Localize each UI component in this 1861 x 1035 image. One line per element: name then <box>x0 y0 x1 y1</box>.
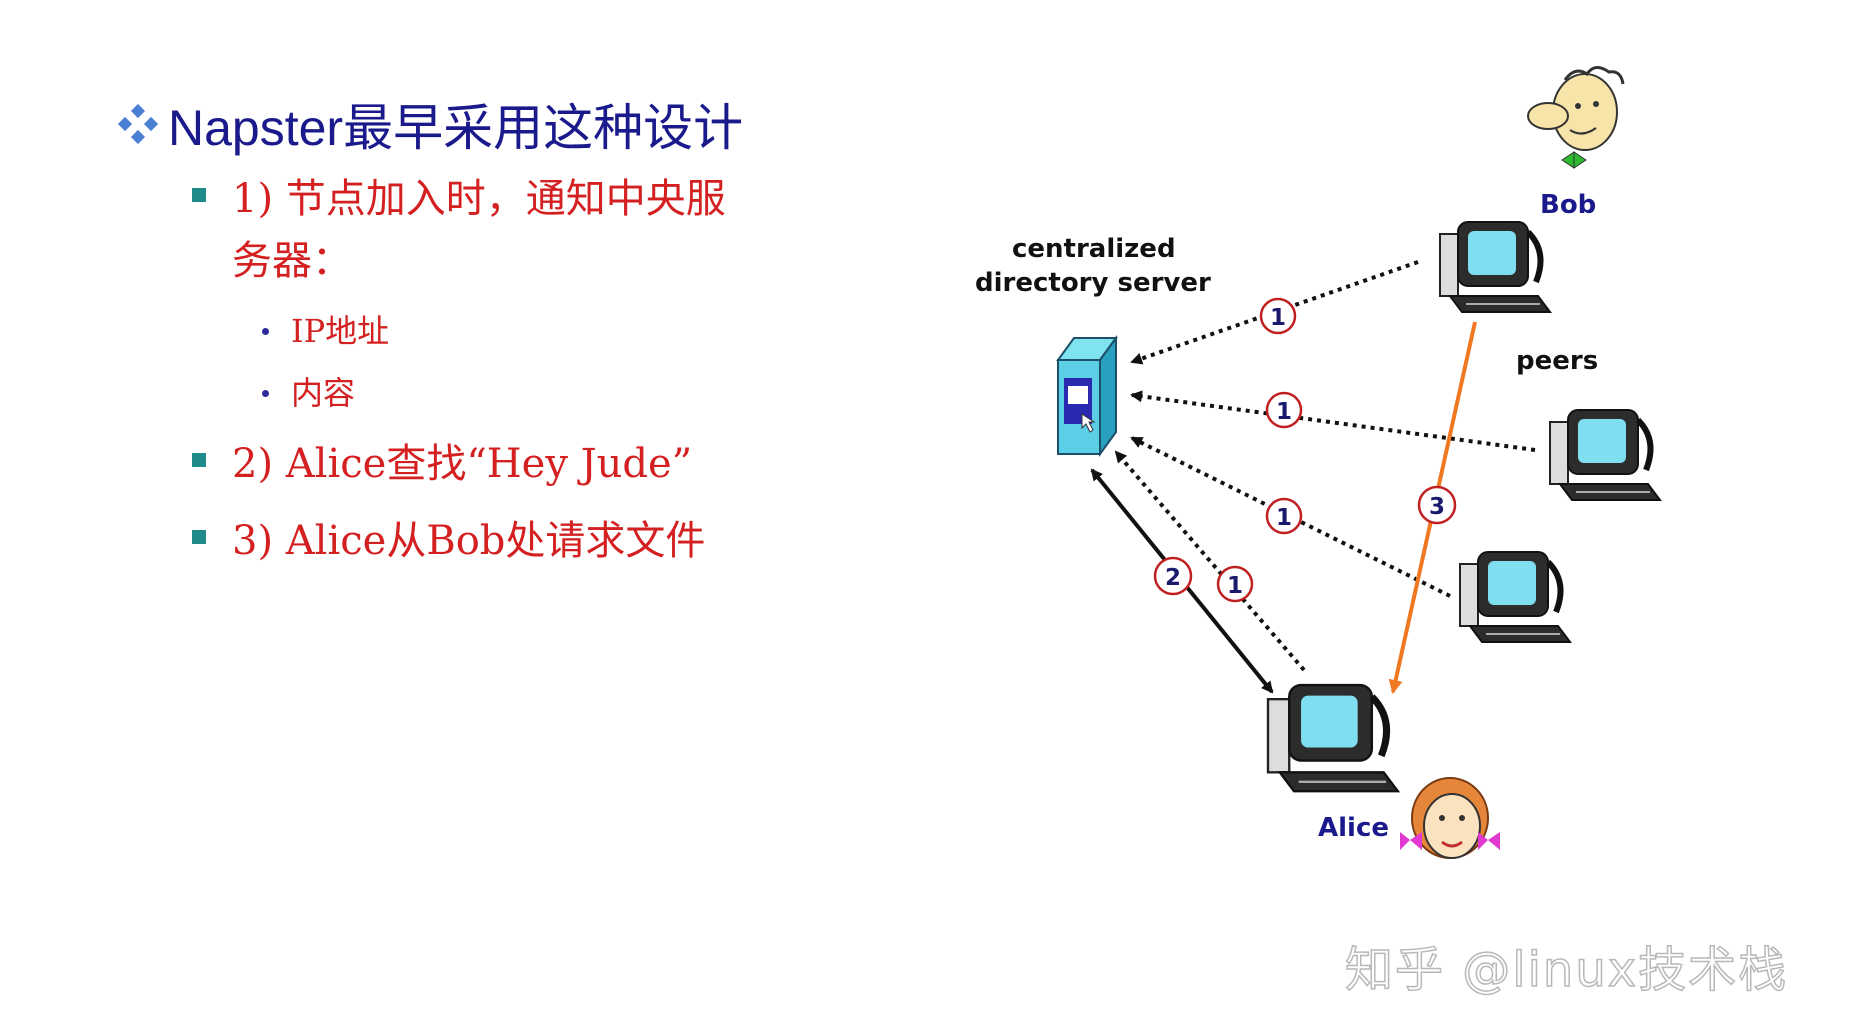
alice-cartoon-icon <box>1400 777 1500 859</box>
step-badge-1-bob-text: 1 <box>1270 305 1286 331</box>
computer-icon-peer-2 <box>1459 551 1572 643</box>
arrow-step1-peer-1 <box>1130 390 1536 452</box>
step-badge-1-alice-text: 1 <box>1227 573 1243 599</box>
server-label-line-2: directory server <box>975 268 1211 298</box>
step-badge-2-text: 2 <box>1165 565 1181 591</box>
square-bullet-icon <box>192 453 206 467</box>
step-badge-1-peer-2-text: 1 <box>1276 505 1292 531</box>
step-badge-3: 3 <box>1417 485 1457 525</box>
computer-icon-peer-1 <box>1549 409 1662 501</box>
bullet-1: 1) 节点加入时，通知中央服 务器： <box>192 168 726 292</box>
diamond-bullet-icon <box>118 104 158 144</box>
directory-server-icon <box>1056 334 1118 458</box>
step-badge-1-alice: 1 <box>1216 565 1254 603</box>
bob-cartoon-icon <box>1527 66 1625 169</box>
step-badge-1-peer-1-text: 1 <box>1276 399 1292 425</box>
arrow-step1-alice <box>1114 450 1306 672</box>
bullet-2-text: 2) Alice查找“Hey Jude” <box>232 441 693 487</box>
sub-bullet-ip-text: IP地址 <box>291 312 390 350</box>
title-text: Napster最早采用这种设计 <box>168 100 744 156</box>
computer-icon-bob <box>1439 221 1552 313</box>
dot-bullet-icon <box>262 328 269 335</box>
square-bullet-icon <box>192 188 206 202</box>
server-label-line-1: centralized <box>1012 234 1176 264</box>
slide-title: Napster最早采用这种设计 <box>118 88 743 160</box>
sub-bullet-content-text: 内容 <box>291 374 356 412</box>
sub-bullet-ip: IP地址 <box>262 310 389 352</box>
arrow-step1-bob <box>1130 260 1419 365</box>
step-badge-1-peer-1: 1 <box>1265 391 1303 429</box>
step-badge-3-text: 3 <box>1429 494 1445 520</box>
step-badge-1-bob: 1 <box>1259 297 1297 335</box>
bullet-2: 2) Alice查找“Hey Jude” <box>192 433 692 495</box>
step-badge-2: 2 <box>1153 556 1193 596</box>
watermark: 知乎 @linux技术栈 <box>1344 941 1789 999</box>
computer-icon-alice <box>1266 683 1401 793</box>
sub-bullet-content: 内容 <box>262 372 355 414</box>
bullet-1-line-1: 1) 节点加入时，通知中央服 <box>232 176 726 222</box>
step-badge-1-peer-2: 1 <box>1265 497 1303 535</box>
dot-bullet-icon <box>262 390 269 397</box>
bullet-3-text: 3) Alice从Bob处请求文件 <box>232 518 706 564</box>
bullet-1-line-2: 务器： <box>232 238 352 284</box>
bob-label: Bob <box>1540 190 1597 220</box>
alice-label: Alice <box>1318 813 1389 843</box>
bullet-3: 3) Alice从Bob处请求文件 <box>192 510 705 572</box>
peers-label: peers <box>1516 346 1599 376</box>
square-bullet-icon <box>192 530 206 544</box>
